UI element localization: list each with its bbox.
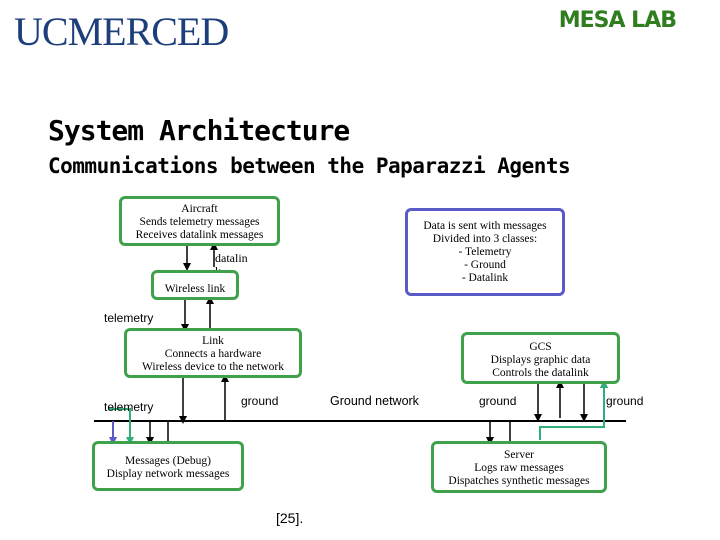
mesa-lab-logo: MESA LAB (558, 8, 677, 33)
messages-debug-box: Messages (Debug) Display network message… (92, 441, 244, 491)
telemetry-label-bottom: telemetry (104, 400, 154, 414)
gcs-box: GCS Displays graphic data Controls the d… (461, 332, 620, 384)
ground-network-label: Ground network (330, 394, 419, 408)
server-box: Server Logs raw messages Dispatches synt… (431, 441, 607, 493)
wireless-link-box: Wireless link (151, 270, 239, 300)
note-box: Data is sent with messages Divided into … (405, 208, 565, 296)
telemetry-label-top: telemetry (104, 311, 154, 325)
bus-to-messages-green-arrow (108, 408, 134, 445)
slide-title: System Architecture (48, 114, 350, 147)
ground-label-mid: ground (479, 394, 517, 408)
server-to-gcs-green-arrow (539, 380, 608, 440)
slide-subtitle: Communications between the Paparazzi Age… (48, 154, 571, 178)
link-box: Link Connects a hardware Wireless device… (124, 328, 302, 378)
aircraft-box: Aircraft Sends telemetry messages Receiv… (119, 196, 280, 246)
citation-reference: [25]. (276, 510, 304, 526)
ucmerced-logo: UCMERCED (14, 9, 229, 54)
ground-label-left: ground (241, 394, 279, 408)
datalink-label-1: datalin (215, 251, 248, 265)
ground-label-right: ground (606, 394, 644, 408)
